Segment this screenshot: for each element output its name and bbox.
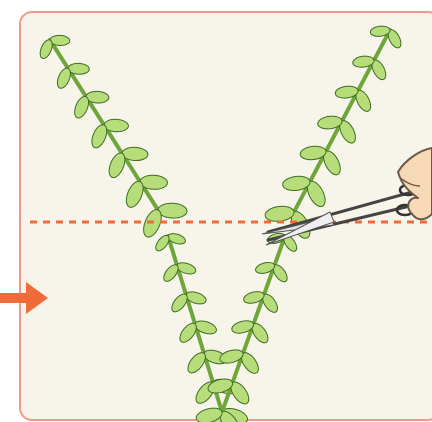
leaf xyxy=(50,35,70,46)
